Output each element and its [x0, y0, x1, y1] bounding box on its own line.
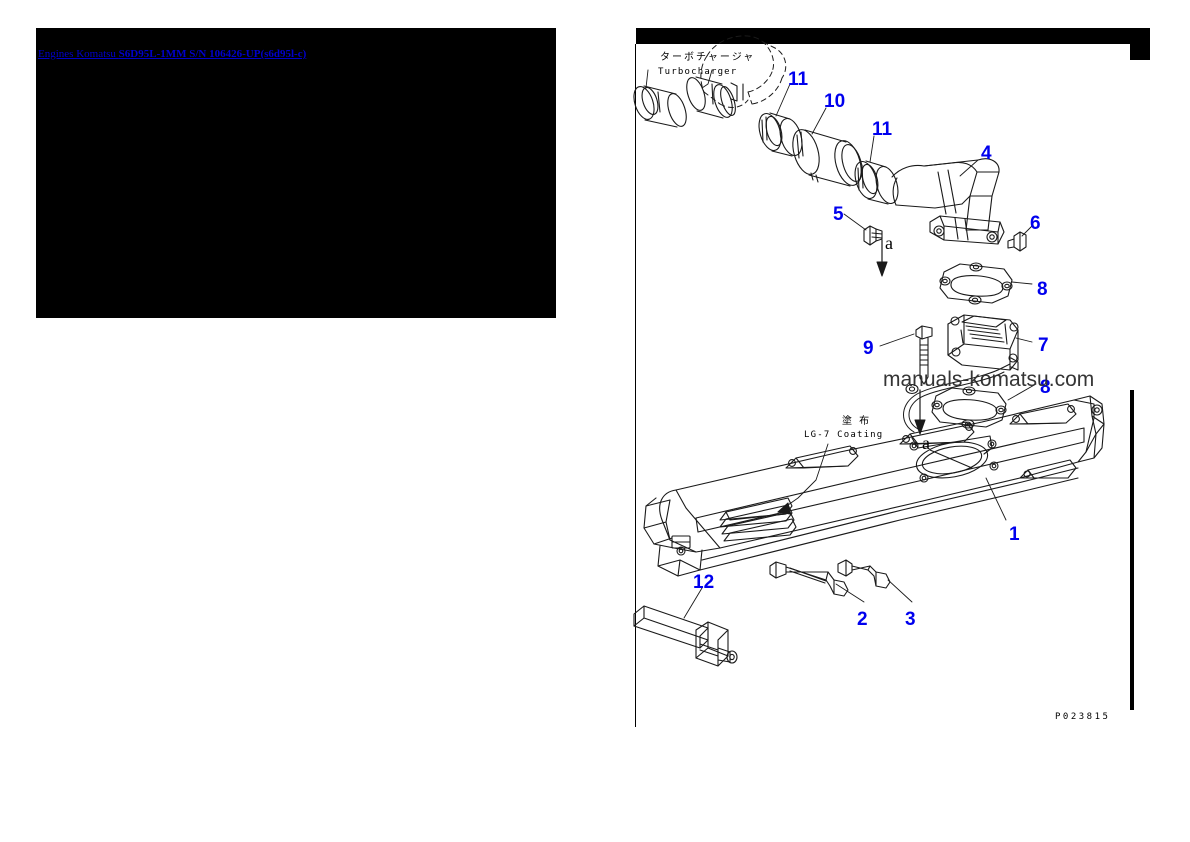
left-panel: Engines Komatsu S6D95L-1MM S/N 106426-UP… [36, 28, 556, 318]
diagram-corner-mark [1130, 28, 1150, 60]
callout-number-9-7: 9 [863, 338, 874, 359]
callout-number-8-9: 8 [1040, 377, 1051, 398]
drawing-code: P023815 [1055, 712, 1111, 722]
callout-number-5-4: 5 [833, 204, 844, 225]
callout-number-10-1: 10 [824, 91, 846, 112]
callout-number-11-2: 11 [872, 119, 893, 140]
diagram-right-edge [1130, 390, 1134, 710]
section-marker-a-lower: a [922, 433, 930, 453]
title-link-prefix: Engines Komatsu [38, 48, 119, 60]
page-thumbnail[interactable] [36, 28, 556, 318]
note-turbocharger-en: Turbocharger [658, 67, 738, 77]
callout-number-3-13: 3 [905, 609, 916, 630]
callout-number-8-6: 8 [1037, 279, 1048, 300]
callout-number-1-10: 1 [1009, 524, 1020, 545]
callout-number-2-12: 2 [857, 609, 868, 630]
callout-number-7-8: 7 [1038, 335, 1049, 356]
callout-number-12-11: 12 [693, 572, 715, 593]
title-link-model: S6D95L-1MM S/N 106426-UP(s6d95l-c) [118, 48, 307, 60]
site-watermark: manuals-komatsu.com [883, 368, 1095, 391]
callout-number-4-3: 4 [981, 143, 992, 164]
intake-manifold-drawing [633, 35, 1105, 667]
diagram-top-bar [636, 28, 1149, 44]
parts-diagram-panel: ターボチャージャ Turbocharger 塗 布 LG-7 Coating a… [600, 0, 1190, 842]
note-turbocharger-jp: ターボチャージャ [660, 52, 756, 63]
document-title-link[interactable]: Engines Komatsu S6D95L-1MM S/N 106426-UP… [38, 48, 306, 61]
diagram-left-rule [635, 44, 636, 727]
section-marker-a-upper: a [885, 233, 893, 253]
callout-number-6-5: 6 [1030, 213, 1041, 234]
note-coating-en: LG-7 Coating [804, 430, 884, 440]
callout-number-11-0: 11 [788, 69, 809, 90]
note-coating-jp: 塗 布 [842, 416, 872, 427]
